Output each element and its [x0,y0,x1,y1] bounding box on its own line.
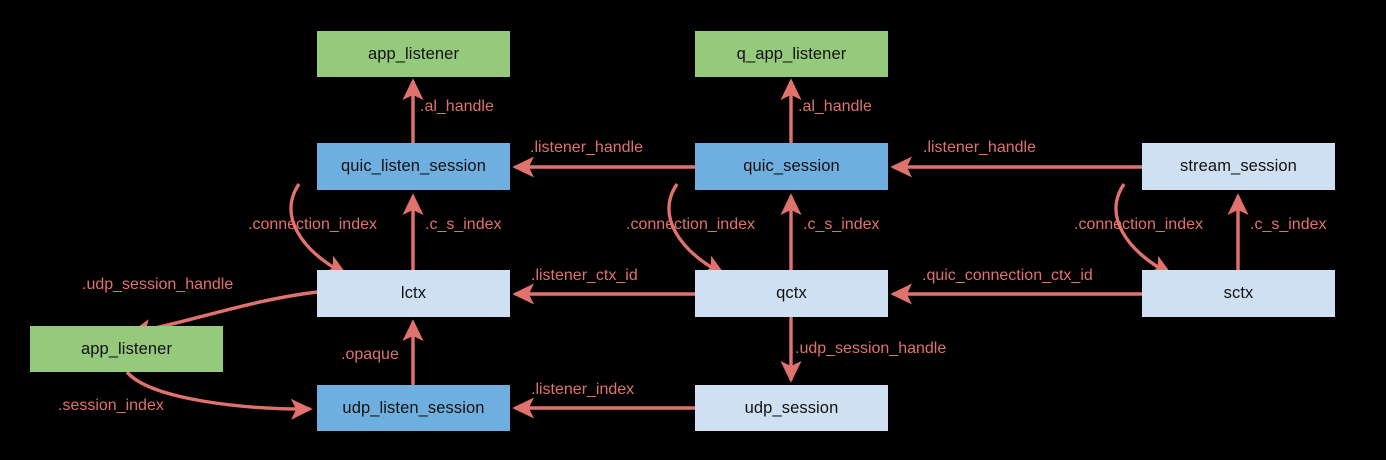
node-label: udp_session [744,398,839,417]
node-label: app_listener [80,339,173,358]
edge-label-listener-index: .listener_index [531,381,635,398]
edge-label-listener-handle-right: .listener_handle [923,139,1036,156]
node-lctx[interactable]: lctx [317,270,510,317]
edge-label-cs-index-left: .c_s_index [425,216,502,233]
edge-label-listener-ctx-id: .listener_ctx_id [531,267,638,284]
edge-label-connection-index-left: .connection_index [248,216,377,233]
edge-label-al-handle-mid: .al_handle [798,98,872,115]
edge-label-connection-index-mid: .connection_index [626,216,755,233]
edge-connection-index-right [1114,183,1173,276]
edge-session-index [125,370,313,420]
node-qctx[interactable]: qctx [695,270,888,317]
node-quic-listen-session[interactable]: quic_listen_session [317,143,510,190]
node-quic-session[interactable]: quic_session [695,143,888,190]
node-q-app-listener[interactable]: q_app_listener [695,31,888,77]
edge-paths [125,78,1249,420]
node-stream-session[interactable]: stream_session [1142,143,1335,190]
node-udp-listen-session[interactable]: udp_listen_session [317,385,510,431]
edge-label-listener-handle-left: .listener_handle [530,139,643,156]
edge-connection-index-left [289,183,348,276]
edge-label-cs-index-right: .c_s_index [1250,216,1327,233]
node-label: q_app_listener [736,44,847,63]
edge-label-quic-connection-ctx-id: .quic_connection_ctx_id [922,267,1093,284]
edge-label-connection-index-right: .connection_index [1074,216,1203,233]
node-label: udp_listen_session [342,398,485,417]
node-label: sctx [1223,284,1254,303]
edge-label-cs-index-mid: .c_s_index [803,216,880,233]
node-label: lctx [400,284,427,303]
node-label: quic_listen_session [341,157,486,176]
edge-label-udp-session-handle-left: .udp_session_handle [82,276,234,293]
node-label: qctx [776,284,807,303]
edge-label-udp-session-handle-mid: .udp_session_handle [795,340,947,357]
node-label: stream_session [1180,157,1297,176]
node-app-listener-top[interactable]: app_listener [317,31,510,77]
edge-label-al-handle-left: .al_handle [420,98,494,115]
edge-label-opaque: .opaque [341,346,399,363]
edge-label-session-index: .session_index [58,397,164,414]
node-sctx[interactable]: sctx [1142,270,1335,317]
node-udp-session[interactable]: udp_session [695,385,888,431]
node-label: quic_session [743,157,840,176]
edge-connection-index-mid [667,183,726,276]
node-label: app_listener [367,44,460,63]
node-app-listener-bottom[interactable]: app_listener [30,326,223,372]
